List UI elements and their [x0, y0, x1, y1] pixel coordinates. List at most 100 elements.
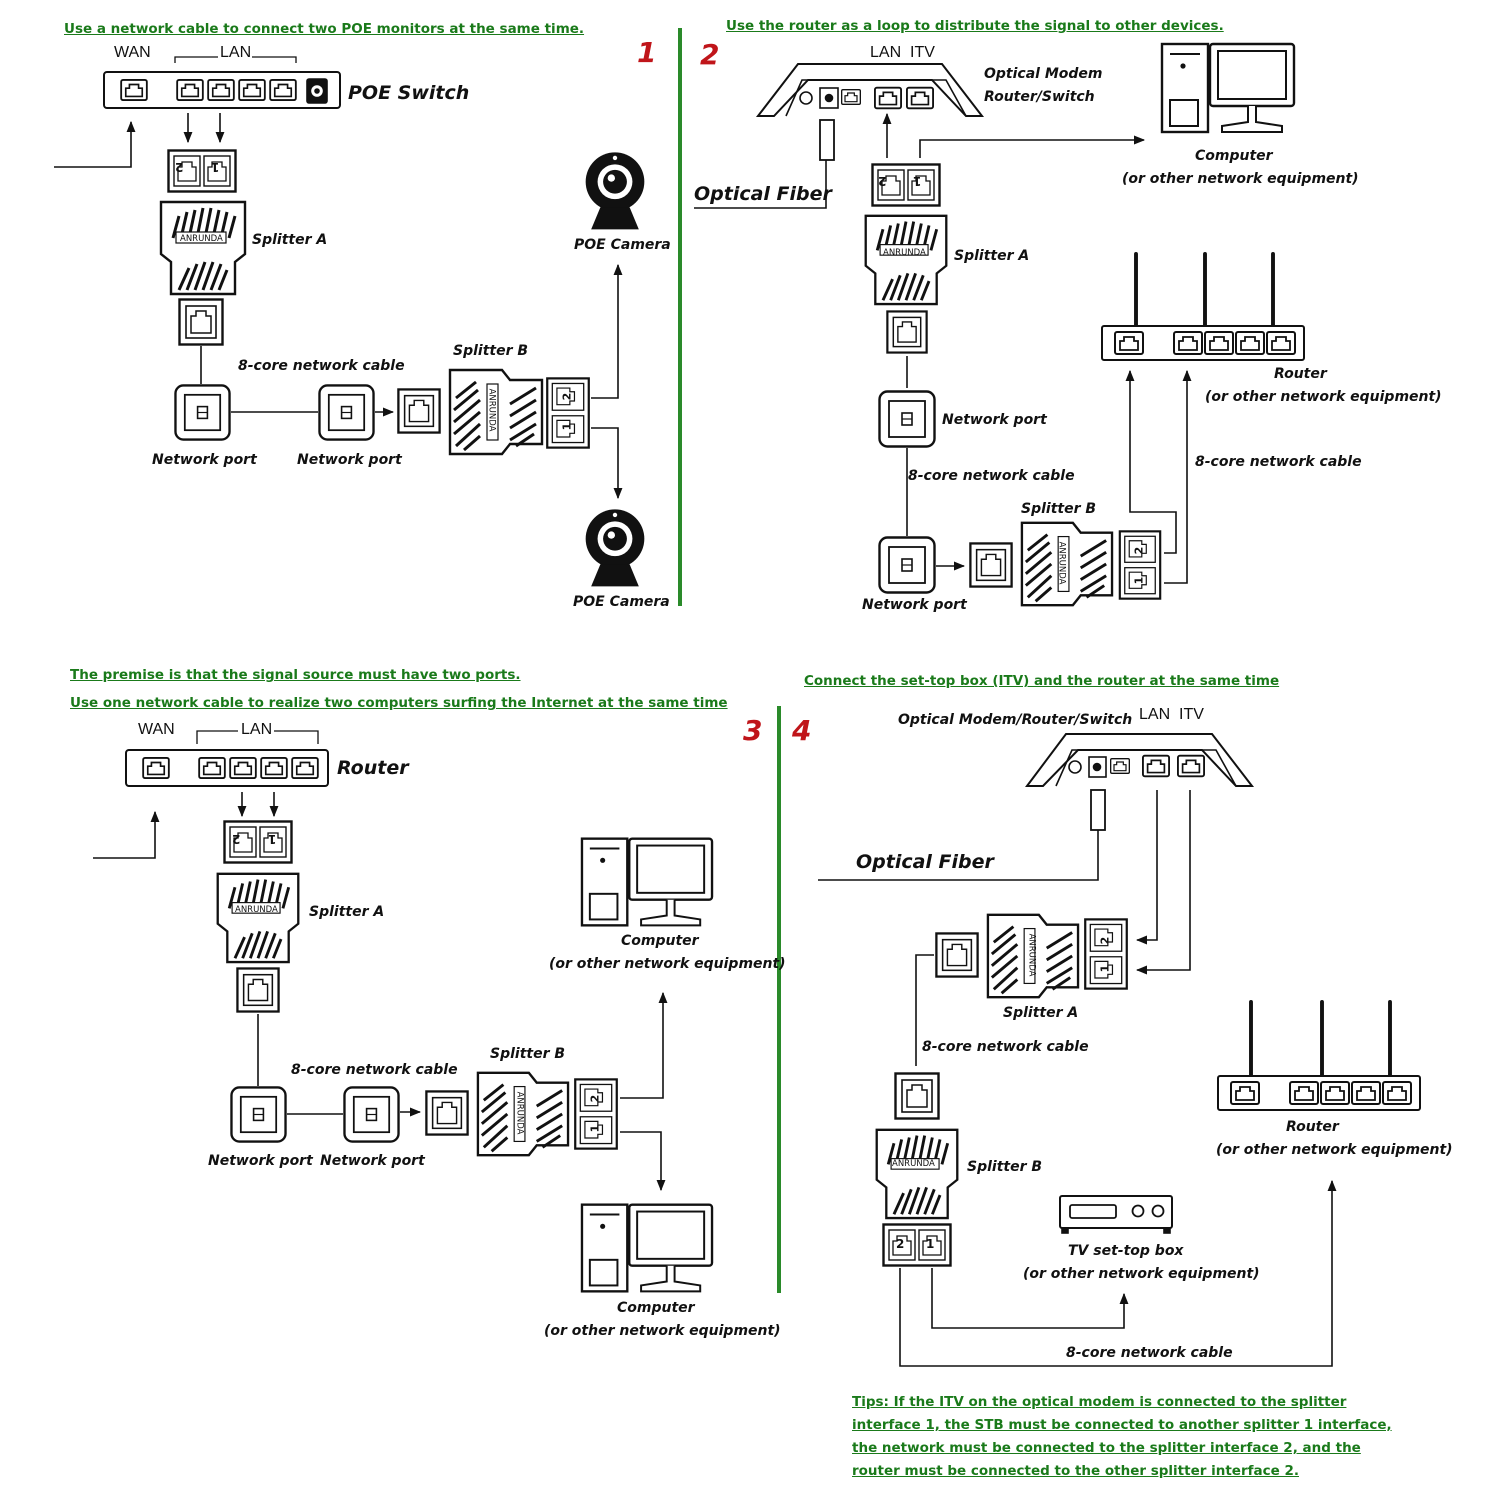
splitter-b-label: Splitter B	[1021, 501, 1097, 517]
panel-3	[93, 730, 714, 1293]
fiber-connector-icon	[819, 119, 835, 161]
computer-sub-label: (or other network equipment)	[544, 1323, 781, 1339]
socket-label: 1	[913, 174, 922, 188]
port-icon	[841, 88, 861, 106]
splitter-b	[1020, 521, 1114, 607]
stb-label: TV set-top box	[1068, 1243, 1184, 1259]
network-port-label: Network port	[320, 1153, 425, 1169]
splitter-b-plug	[425, 1090, 469, 1136]
lan-port-icon	[229, 757, 257, 779]
cable-label: 8-core network cable	[291, 1062, 458, 1078]
wan-port-icon	[142, 757, 170, 779]
brand-label: ANRUNDA	[1056, 541, 1067, 585]
splitter-a-label: Splitter A	[309, 904, 385, 920]
fiber-connector-icon	[1090, 789, 1106, 831]
router-icon	[1101, 252, 1305, 361]
socket-label: 1	[560, 422, 574, 431]
panel-4-number: 4	[792, 714, 812, 747]
poe-camera-label: POE Camera	[574, 237, 671, 253]
set-top-box-icon	[1059, 1195, 1173, 1234]
socket-label: 2	[588, 1094, 602, 1103]
poe-switch	[103, 56, 341, 109]
computer-sub-label: (or other network equipment)	[1122, 171, 1359, 187]
optical-fiber-label: Optical Fiber	[694, 183, 832, 205]
cable-label: 8-core network cable	[1195, 454, 1362, 470]
network-port-icon	[343, 1086, 400, 1143]
wan-label: WAN	[114, 44, 151, 61]
brand-label: ANRUNDA	[892, 1159, 935, 1169]
computer-icon	[580, 837, 714, 927]
poe-camera-icon	[584, 151, 646, 231]
panel-2-number: 2	[700, 38, 720, 71]
socket-label: 1	[588, 1124, 602, 1133]
lan-port-icon	[238, 79, 266, 101]
socket-label: 2	[1098, 936, 1112, 945]
network-port-icon	[174, 384, 231, 441]
panel-4	[818, 733, 1421, 1367]
network-port-icon	[878, 390, 936, 448]
splitter-b-plug	[397, 388, 441, 434]
splitter-a	[159, 200, 247, 296]
splitter-a-sockets	[1084, 918, 1128, 990]
splitter-b-label: Splitter B	[453, 343, 529, 359]
lan-port-icon	[874, 86, 902, 110]
lan-port-icon	[207, 79, 235, 101]
lan-port-icon	[198, 757, 226, 779]
stb-sub-label: (or other network equipment)	[1023, 1266, 1260, 1282]
splitter-a	[216, 872, 300, 964]
lan-port-icon	[176, 79, 204, 101]
splitter-a-plug	[886, 310, 928, 354]
panel-1-heading: Use a network cable to connect two POE m…	[64, 21, 585, 37]
brand-label: ANRUNDA	[1026, 933, 1037, 977]
network-port-icon	[318, 384, 375, 441]
splitter-b-label: Splitter B	[490, 1046, 566, 1062]
socket-label: 1	[268, 832, 277, 846]
splitter-b-plug	[969, 542, 1013, 588]
tips-line: Tips: If the ITV on the optical modem is…	[852, 1394, 1347, 1410]
network-port-icon	[878, 536, 936, 594]
poe-camera-icon	[584, 508, 646, 588]
router-label: Router	[337, 757, 409, 779]
socket-label: 1	[1098, 964, 1112, 973]
panel-3-heading: The premise is that the signal source mu…	[70, 667, 521, 683]
splitter-a-label: Splitter A	[1003, 1005, 1079, 1021]
router-sub-label: (or other network equipment)	[1216, 1142, 1453, 1158]
panel-1	[54, 56, 646, 588]
wan-port-icon	[120, 79, 148, 101]
socket-label: 2	[896, 1237, 905, 1251]
cable-label: 8-core network cable	[922, 1039, 1089, 1055]
socket-label: 2	[232, 832, 241, 846]
router-label: Router	[1274, 366, 1327, 382]
router-label: Router	[1286, 1119, 1339, 1135]
splitter-b-sockets	[574, 1078, 618, 1150]
lan-port-icon	[260, 757, 288, 779]
panel-3-subheading: Use one network cable to realize two com…	[70, 695, 728, 711]
lan-port-icon	[269, 79, 297, 101]
splitter-b-sockets	[546, 377, 590, 449]
socket-label: 1	[1132, 576, 1146, 585]
modem-label: Optical Modem	[984, 66, 1103, 82]
splitter-a-plug	[236, 967, 280, 1013]
modem-label: Optical Modem/Router/Switch	[898, 712, 1133, 728]
lan-itv-label: LAN ITV	[870, 44, 935, 61]
computer-label: Computer	[1195, 148, 1273, 164]
splitter-b-label: Splitter B	[967, 1159, 1043, 1175]
socket-label: 2	[878, 174, 887, 188]
cable-label: 8-core network cable	[1066, 1345, 1233, 1361]
splitter-a-label: Splitter A	[954, 248, 1030, 264]
splitter-b	[875, 1128, 959, 1220]
socket-label: 2	[175, 160, 184, 174]
computer-label: Computer	[621, 933, 699, 949]
splitter-a-plug	[178, 298, 224, 346]
lan-port-icon	[291, 757, 319, 779]
socket-label: 1	[926, 1237, 935, 1251]
socket-label: 1	[211, 160, 220, 174]
wan-label: WAN	[138, 721, 175, 738]
tips-line: interface 1, the STB must be connected t…	[852, 1417, 1392, 1433]
computer-sub-label: (or other network equipment)	[549, 956, 786, 972]
lan-label: LAN	[220, 44, 252, 61]
splitter-b-sockets	[882, 1223, 952, 1267]
network-port-label: Network port	[208, 1153, 313, 1169]
